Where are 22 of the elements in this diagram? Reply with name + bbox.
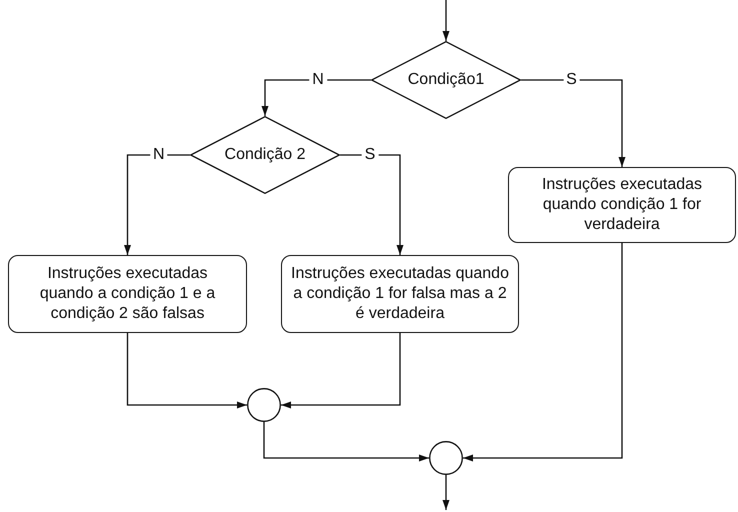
decision-diamond (190, 116, 340, 194)
node-text: Instruções executadas quando a condição 1 for falsa mas a 2 é verdadeira (290, 264, 510, 324)
arrow (521, 79, 626, 167)
node-text: Instruções executadas quando a condição 1 e a condição 2 são falsas (38, 264, 216, 324)
decision-diamond (371, 41, 521, 119)
process-box (281, 255, 519, 333)
arrow (262, 79, 371, 116)
arrow (340, 154, 404, 255)
connector-circle (429, 441, 463, 475)
arrow (281, 333, 401, 408)
process-box (508, 167, 736, 243)
node-text: Condição1 (408, 70, 484, 90)
process-box (8, 255, 247, 333)
arrow (463, 243, 623, 462)
node-text: Condição 2 (224, 145, 306, 165)
arrow (126, 333, 247, 408)
arrow (442, 475, 450, 510)
arrow (442, 0, 450, 41)
connector-circle (247, 388, 281, 422)
arrow (124, 154, 190, 255)
arrow (263, 422, 429, 462)
node-text: Instruções executadas quando condição 1 for verdadeira (540, 175, 704, 235)
